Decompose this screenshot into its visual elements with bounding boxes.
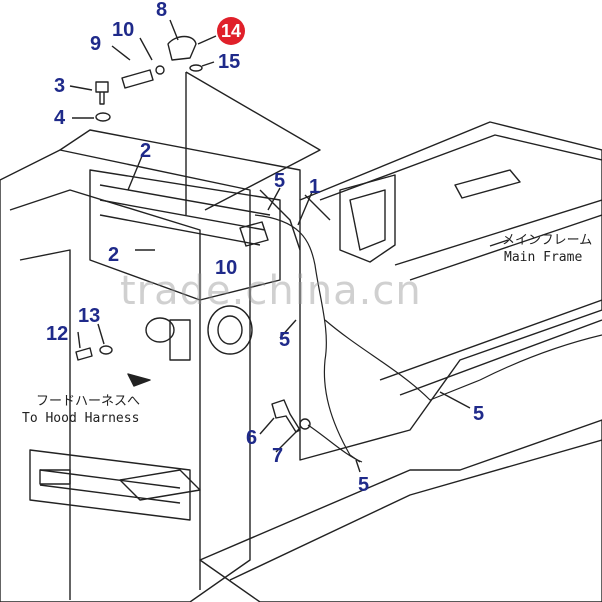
connector xyxy=(239,221,269,247)
bolt-3 xyxy=(95,81,109,105)
floor-plate xyxy=(199,419,602,602)
callout-10-mid: 10 xyxy=(215,257,238,279)
main-frame-top-edge xyxy=(319,134,602,201)
main-frame-bracket xyxy=(339,174,396,263)
main-frame-outline xyxy=(299,121,602,461)
callout-3: 3 xyxy=(54,75,66,97)
callout-4: 4 xyxy=(54,107,66,129)
main-frame-note-en: Main Frame xyxy=(504,250,583,265)
clamp-8 xyxy=(167,35,197,61)
callout-5-top: 5 xyxy=(274,170,286,192)
lower-grille xyxy=(29,449,191,521)
cooler-box xyxy=(89,169,281,301)
callout-8: 8 xyxy=(156,0,168,21)
callout-5-bottom: 5 xyxy=(358,474,370,496)
callout-5-mid: 5 xyxy=(279,329,291,351)
leader-lines xyxy=(185,71,331,251)
washer-4 xyxy=(95,112,111,122)
callout-10-top: 10 xyxy=(112,19,135,41)
callout-15: 15 xyxy=(218,51,241,73)
callout-2-upper: 2 xyxy=(140,140,152,162)
callout-5-right: 5 xyxy=(473,403,485,425)
hood-harness-note-jp: フードハーネスへ xyxy=(36,394,141,409)
lower-frame xyxy=(379,299,602,381)
callout-14-highlight: 14 xyxy=(217,17,245,45)
callout-13: 13 xyxy=(78,305,101,327)
callout-6: 6 xyxy=(246,427,258,449)
round-boss xyxy=(207,305,253,355)
watermark: trade.china.cn xyxy=(120,268,422,314)
washer-13 xyxy=(99,345,113,355)
callout-2-lower: 2 xyxy=(108,244,120,266)
main-frame-slot xyxy=(454,169,521,199)
wire-harness xyxy=(254,214,361,463)
oring-15 xyxy=(189,64,203,72)
hood-harness-note-en: To Hood Harness xyxy=(22,411,140,426)
washer-7 xyxy=(299,418,311,430)
callout-7: 7 xyxy=(272,445,284,467)
callout-9: 9 xyxy=(90,33,102,55)
bolt-6 xyxy=(271,399,301,433)
bolt-12 xyxy=(75,347,93,361)
callout-1: 1 xyxy=(309,176,321,198)
main-frame-note-jp: メインフレーム xyxy=(502,233,593,248)
callout-12: 12 xyxy=(46,323,69,345)
bolt-9 xyxy=(121,69,154,89)
rear-frame-left xyxy=(0,149,251,602)
arrow xyxy=(127,373,151,387)
